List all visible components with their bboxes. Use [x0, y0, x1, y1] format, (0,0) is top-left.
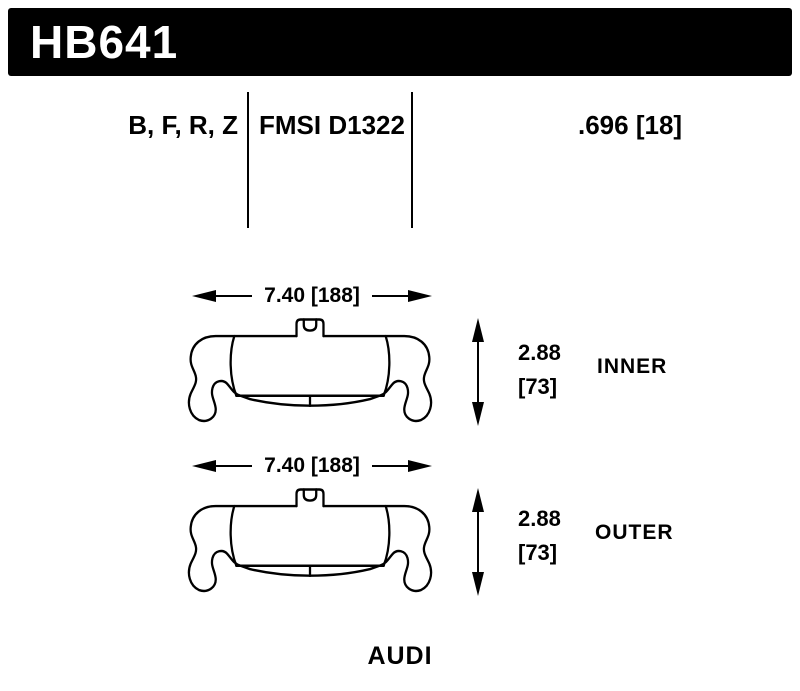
height-inch-outer: 2.88 — [518, 506, 561, 531]
arrow-down-icon — [472, 572, 484, 596]
brake-pad-drawing-outer — [187, 488, 433, 593]
height-dimension-inner — [470, 318, 486, 426]
arrow-down-icon — [472, 402, 484, 426]
dimension-line — [216, 465, 253, 467]
height-dimension-outer — [470, 488, 486, 596]
arrow-left-icon — [192, 460, 216, 472]
width-dimension-label-outer: 7.40 [188] — [264, 454, 360, 477]
pad-thickness: .696 [18] — [578, 110, 683, 140]
dimension-line — [371, 295, 409, 297]
dimension-line — [477, 512, 479, 572]
part-number-bar: HB641 — [8, 8, 792, 76]
height-mm-inner: [73] — [518, 374, 558, 399]
pad-position-outer: OUTER — [595, 521, 674, 544]
spec-divider-2 — [411, 92, 413, 228]
arrow-up-icon — [472, 488, 484, 512]
width-dimension-inner: 7.40 [188] — [192, 284, 433, 308]
arrow-right-icon — [408, 290, 433, 302]
compound-codes: B, F, R, Z — [128, 110, 238, 140]
arrow-up-icon — [472, 318, 484, 342]
height-inch-inner: 2.88 — [518, 340, 561, 365]
width-dimension-outer: 7.40 [188] — [192, 454, 433, 478]
dimension-line — [477, 342, 479, 402]
fmsi-number: FMSI D1322 — [259, 110, 405, 140]
dimension-line — [371, 465, 409, 467]
width-dimension-label-inner: 7.40 [188] — [264, 284, 360, 307]
brake-pad-outline-icon — [187, 318, 433, 423]
dimension-line — [216, 295, 253, 297]
pad-position-inner: INNER — [597, 355, 668, 378]
arrow-left-icon — [192, 290, 216, 302]
brake-pad-outline-icon — [187, 488, 433, 593]
brake-pad-drawing-inner — [187, 318, 433, 423]
part-number: HB641 — [30, 16, 179, 68]
spec-divider-1 — [247, 92, 249, 228]
arrow-right-icon — [408, 460, 433, 472]
height-mm-outer: [73] — [518, 540, 558, 565]
vehicle-name: AUDI — [367, 642, 433, 670]
